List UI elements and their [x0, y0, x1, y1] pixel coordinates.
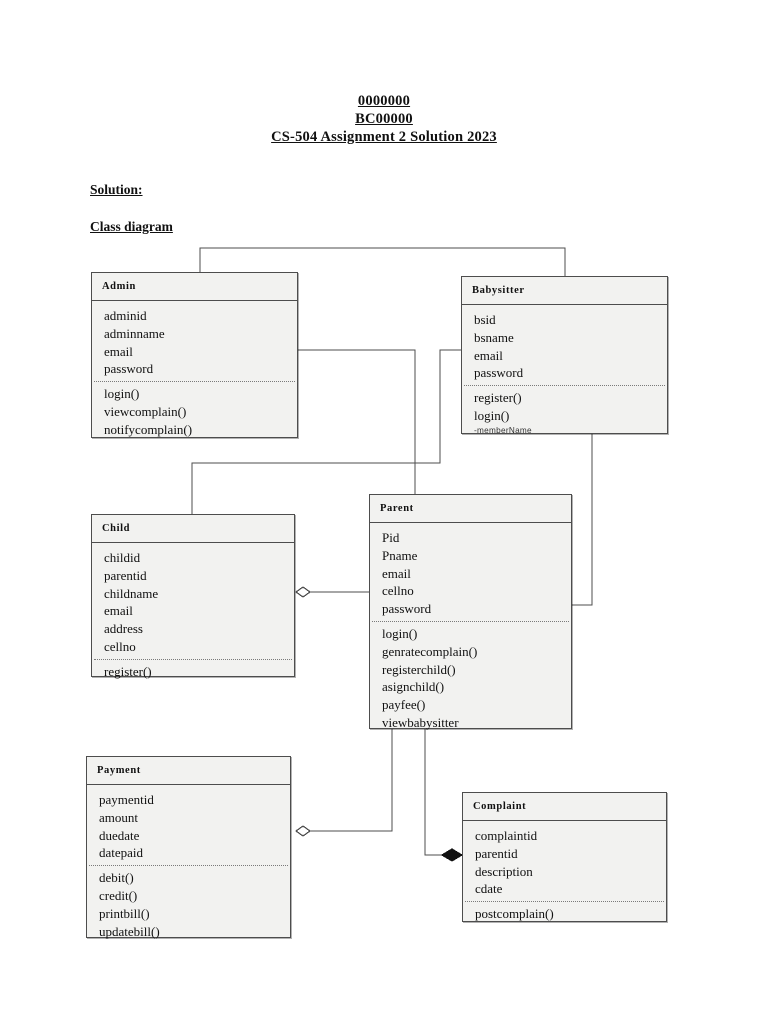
uml-attribute: password: [382, 601, 432, 617]
uml-operation: notifycomplain(): [104, 421, 193, 437]
uml-class-payment[interactable]: Payment paymentid amount duedate datepai…: [86, 756, 291, 939]
uml-operation: asignchild(): [382, 679, 445, 695]
uml-attribute: amount: [99, 809, 138, 825]
uml-attribute: email: [474, 347, 503, 363]
header-line-2: BC00000: [355, 111, 413, 127]
uml-separator: [94, 658, 292, 660]
aggregation-diamond-child: [294, 586, 312, 598]
uml-attribute: password: [474, 365, 524, 381]
uml-operation: payfee(): [382, 697, 426, 713]
uml-operation: updatebill(): [99, 923, 160, 939]
uml-attribute: email: [104, 603, 133, 619]
uml-attribute: Pid: [382, 530, 400, 545]
connector-payment-parent: [308, 729, 393, 832]
uml-class-title: Child: [92, 515, 294, 543]
uml-attribute: datepaid: [99, 845, 144, 861]
uml-operation: viewcomplain(): [104, 403, 187, 419]
connector-babysitter-parent: [415, 349, 461, 464]
uml-class-title: Complaint: [463, 793, 666, 821]
uml-operation: debit(): [99, 870, 134, 886]
header-line-1: 0000000: [357, 93, 411, 109]
uml-attribute: parentid: [104, 567, 147, 583]
uml-attribute-list: Pid Pname email cellno password: [370, 529, 571, 618]
uml-attribute: adminid: [104, 308, 147, 323]
uml-class-admin[interactable]: Admin adminid adminname email password l…: [91, 272, 298, 438]
uml-separator: [372, 620, 569, 622]
uml-attribute: cellno: [382, 583, 414, 599]
uml-operation-list: register() login(): [462, 389, 667, 425]
uml-operation: postcomplain(): [475, 906, 554, 922]
uml-separator: [465, 901, 664, 903]
uml-operation: registerchild(): [382, 661, 456, 677]
header-line-3: CS-504 Assignment 2 Solution 2023: [271, 129, 497, 145]
uml-operation-list: debit() credit() printbill() updatebill(…: [87, 869, 290, 940]
uml-operation: login(): [382, 625, 418, 641]
connector-admin-parent: [298, 349, 416, 494]
uml-class-title: Parent: [370, 495, 571, 523]
uml-class-body: childid parentid childname email address…: [92, 543, 294, 688]
uml-attribute: childname: [104, 585, 159, 601]
uml-operation: viewbabysitter: [382, 714, 459, 730]
uml-class-body: Pid Pname email cellno password login() …: [370, 523, 571, 739]
uml-attribute-list: paymentid amount duedate datepaid: [87, 791, 290, 862]
uml-operation: credit(): [99, 887, 138, 903]
uml-attribute: description: [475, 863, 533, 879]
uml-operation: login(): [104, 386, 140, 402]
uml-attribute: complaintid: [475, 828, 538, 843]
uml-attribute-list: complaintid parentid description cdate: [463, 827, 666, 898]
uml-operation: printbill(): [99, 905, 150, 921]
uml-class-babysitter[interactable]: Babysitter bsid bsname email password re…: [461, 276, 668, 435]
uml-attribute: address: [104, 621, 143, 637]
uml-class-body: paymentid amount duedate datepaid debit(…: [87, 785, 290, 947]
composition-diamond-complaint: [440, 848, 464, 862]
uml-member-note: -memberName: [474, 425, 532, 435]
uml-operation: register(): [474, 390, 522, 406]
uml-operation-list: login() genratecomplain() registerchild(…: [370, 625, 571, 732]
uml-attribute: password: [104, 361, 154, 377]
uml-attribute: adminname: [104, 325, 165, 341]
uml-attribute: cellno: [104, 638, 136, 654]
class-diagram-heading: Class diagram: [90, 219, 173, 234]
uml-class-body: complaintid parentid description cdate p…: [463, 821, 666, 930]
uml-operation-list: login() viewcomplain() notifycomplain(): [92, 385, 297, 438]
connector-parent-complaint: [424, 729, 450, 856]
uml-attribute-list: bsid bsname email password: [462, 311, 667, 382]
document-header: 0000000 BC00000 CS-504 Assignment 2 Solu…: [0, 92, 768, 146]
connector-babysitter-parent-right: [572, 434, 593, 606]
uml-class-child[interactable]: Child childid parentid childname email a…: [91, 514, 295, 679]
uml-attribute: bsid: [474, 312, 496, 327]
aggregation-diamond-payment: [294, 825, 312, 837]
uml-class-title: Babysitter: [462, 277, 667, 305]
uml-separator: [89, 865, 288, 867]
uml-attribute: childid: [104, 550, 141, 565]
uml-operation: genratecomplain(): [382, 643, 478, 659]
uml-operation-list: postcomplain(): [463, 905, 666, 923]
uml-class-title: Admin: [92, 273, 297, 301]
uml-class-body: adminid adminname email password login()…: [92, 301, 297, 446]
uml-attribute: email: [104, 343, 133, 359]
uml-attribute: parentid: [475, 845, 518, 861]
uml-class-complaint[interactable]: Complaint complaintid parentid descripti…: [462, 792, 667, 922]
uml-class-title: Payment: [87, 757, 290, 785]
uml-attribute: cdate: [475, 881, 503, 897]
uml-separator: [94, 381, 295, 383]
uml-operation-list: register(): [92, 663, 294, 681]
uml-operation: register(): [104, 663, 152, 679]
solution-heading: Solution:: [90, 182, 143, 197]
uml-attribute: email: [382, 565, 411, 581]
uml-attribute-list: childid parentid childname email address…: [92, 549, 294, 656]
uml-class-body: bsid bsname email password register() lo…: [462, 305, 667, 443]
uml-attribute: paymentid: [99, 792, 154, 807]
uml-separator: [464, 385, 665, 387]
uml-class-parent[interactable]: Parent Pid Pname email cellno password l…: [369, 494, 572, 730]
uml-attribute: bsname: [474, 329, 514, 345]
uml-attribute-list: adminid adminname email password: [92, 307, 297, 378]
uml-operation: login(): [474, 407, 510, 423]
uml-attribute: Pname: [382, 547, 418, 563]
uml-attribute: duedate: [99, 827, 140, 843]
